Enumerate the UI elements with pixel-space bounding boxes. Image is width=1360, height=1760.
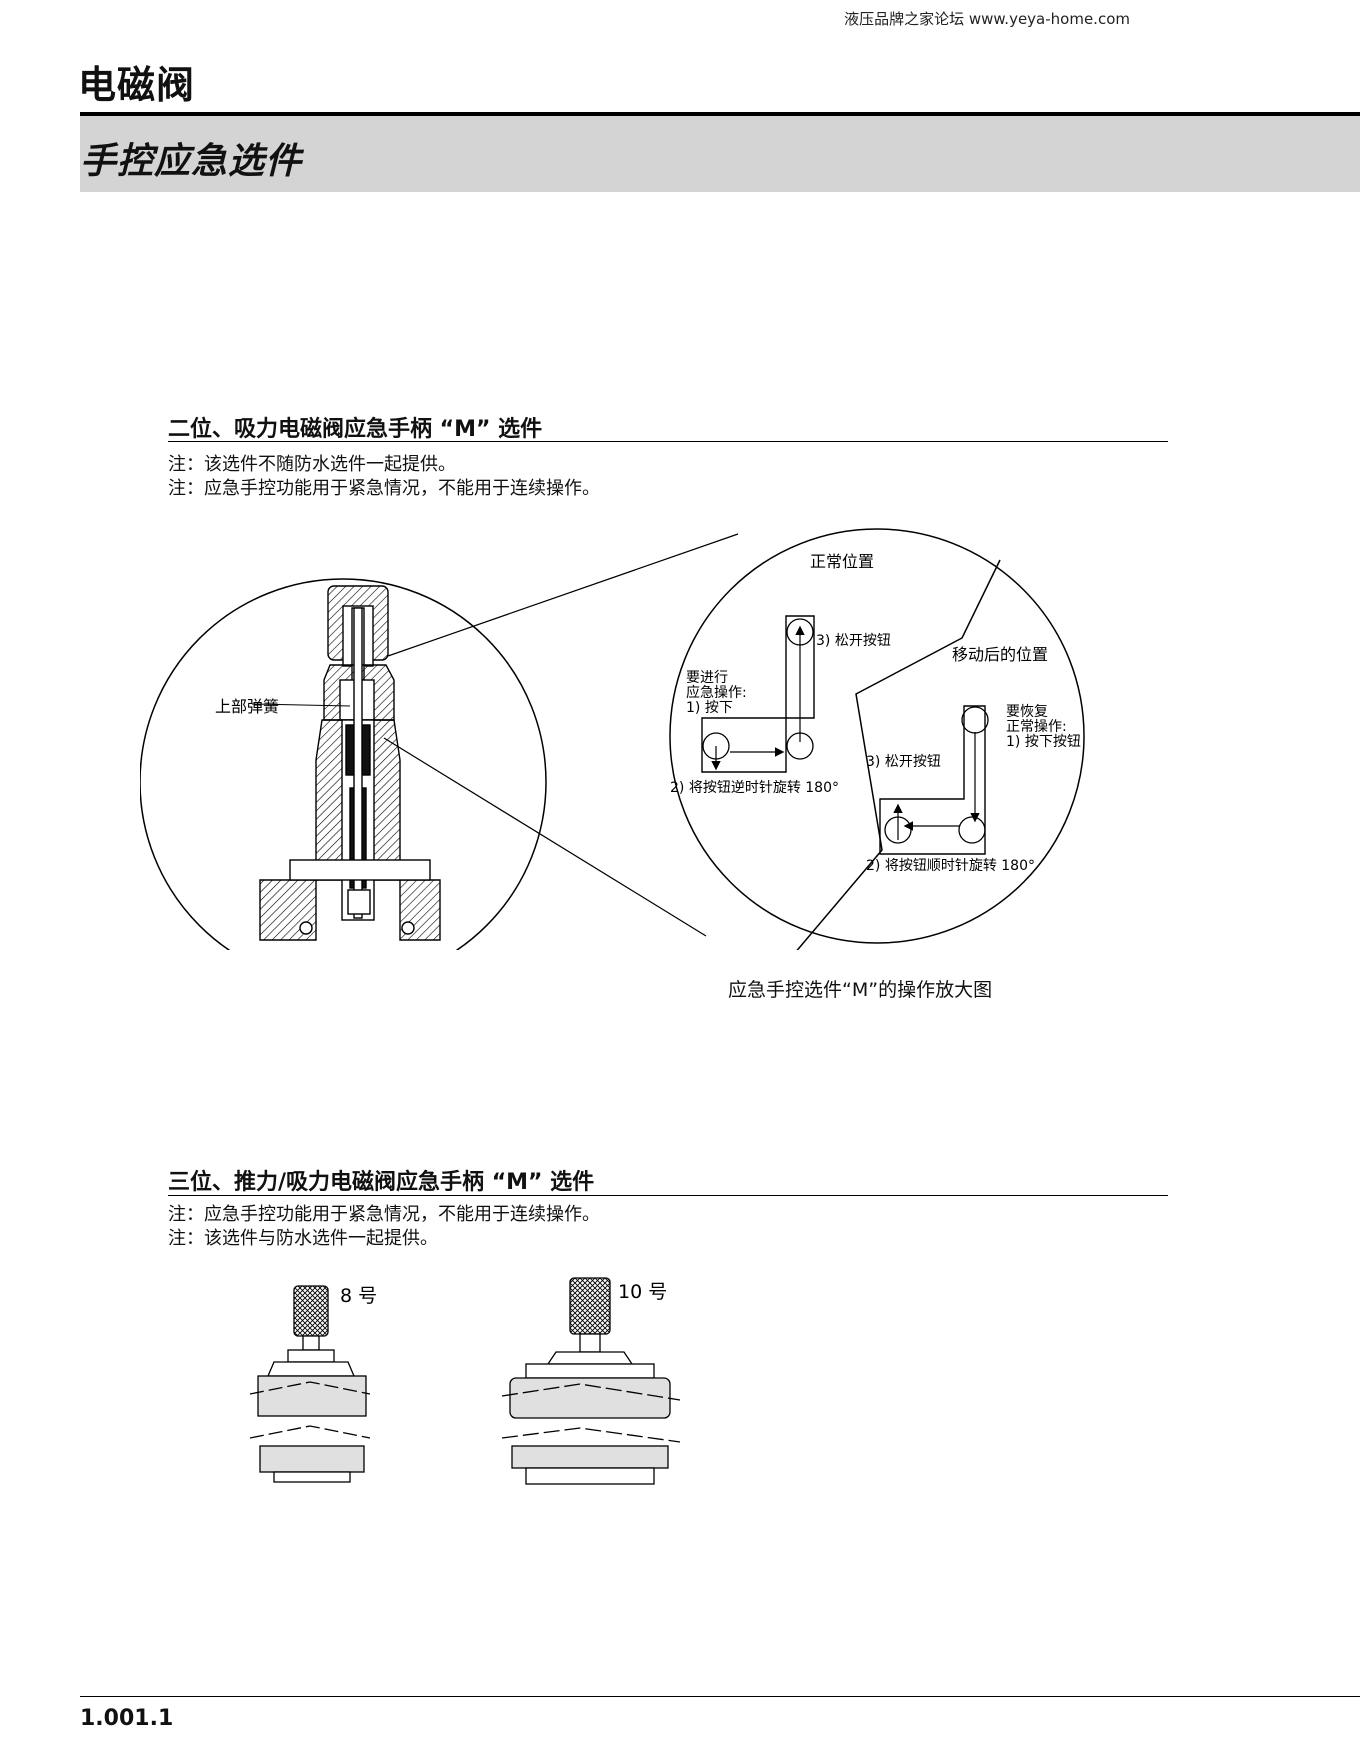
section-title: 手控应急选件 bbox=[80, 141, 303, 182]
size-8-label: 8 号 bbox=[340, 1285, 377, 1307]
normal-position-label: 正常位置 bbox=[810, 552, 874, 571]
magnify-line-bottom bbox=[383, 737, 707, 937]
section1-rule bbox=[168, 441, 1168, 442]
title-rule bbox=[80, 112, 1360, 116]
diagram-caption: 应急手控选件“M”的操作放大图 bbox=[728, 979, 993, 1001]
moved-step1-line2: 正常操作: bbox=[1006, 719, 1067, 735]
operation-positions-view: 正常位置 移动后的位置 要进行 应急操作: 1) 按下 2) 将按钮逆时针旋转 … bbox=[669, 528, 1085, 950]
moved-step2-label: 2) 将按钮顺时针旋转 180° bbox=[866, 858, 1035, 874]
section2-note-2: 注：该选件与防水选件一起提供。 bbox=[168, 1228, 438, 1249]
moved-position-label: 移动后的位置 bbox=[952, 645, 1048, 664]
magnify-line-top bbox=[387, 533, 739, 657]
valve-operation-diagram: 上部弹簧 正常位置 移动后的位置 要进行 应急操作: 1) 按下 2) 将按钮逆… bbox=[140, 528, 1085, 950]
header-watermark: 液压品牌之家论坛 www.yeya-home.com bbox=[844, 10, 1130, 28]
footer-rule bbox=[80, 1696, 1360, 1697]
normal-step3-label: 3) 松开按钮 bbox=[816, 633, 891, 649]
section2-note-1: 注：应急手控功能用于紧急情况，不能用于连续操作。 bbox=[168, 1204, 600, 1225]
section2-heading: 三位、推力/吸力电磁阀应急手柄 “M” 选件 bbox=[168, 1170, 595, 1195]
normal-step1-line1: 要进行 bbox=[686, 670, 728, 686]
normal-step1-line3: 1) 按下 bbox=[686, 700, 733, 716]
normal-step1-line2: 应急操作: bbox=[686, 684, 747, 701]
section1-heading: 二位、吸力电磁阀应急手柄 “M” 选件 bbox=[168, 417, 543, 442]
moved-step1-line1: 要恢复 bbox=[1006, 703, 1048, 720]
section-band bbox=[80, 116, 1360, 192]
section1-note-1: 注：该选件不随防水选件一起提供。 bbox=[168, 454, 456, 475]
page-title: 电磁阀 bbox=[78, 63, 196, 107]
valve-section-view: 上部弹簧 bbox=[140, 578, 547, 950]
manual-override-knobs: 8 号 10 号 bbox=[249, 1277, 681, 1485]
size-10-label: 10 号 bbox=[618, 1281, 667, 1303]
upper-spring-label: 上部弹簧 bbox=[215, 697, 279, 716]
section2-rule bbox=[168, 1195, 1168, 1196]
moved-step1-line3: 1) 按下按钮 bbox=[1006, 734, 1081, 750]
size-8-knob bbox=[249, 1285, 371, 1483]
size-10-knob bbox=[501, 1277, 681, 1485]
section1-note-2: 注：应急手控功能用于紧急情况，不能用于连续操作。 bbox=[168, 478, 600, 499]
normal-step2-label: 2) 将按钮逆时针旋转 180° bbox=[670, 780, 839, 796]
page-number: 1.001.1 bbox=[80, 1706, 174, 1731]
moved-step3-label: 3) 松开按钮 bbox=[866, 754, 941, 770]
